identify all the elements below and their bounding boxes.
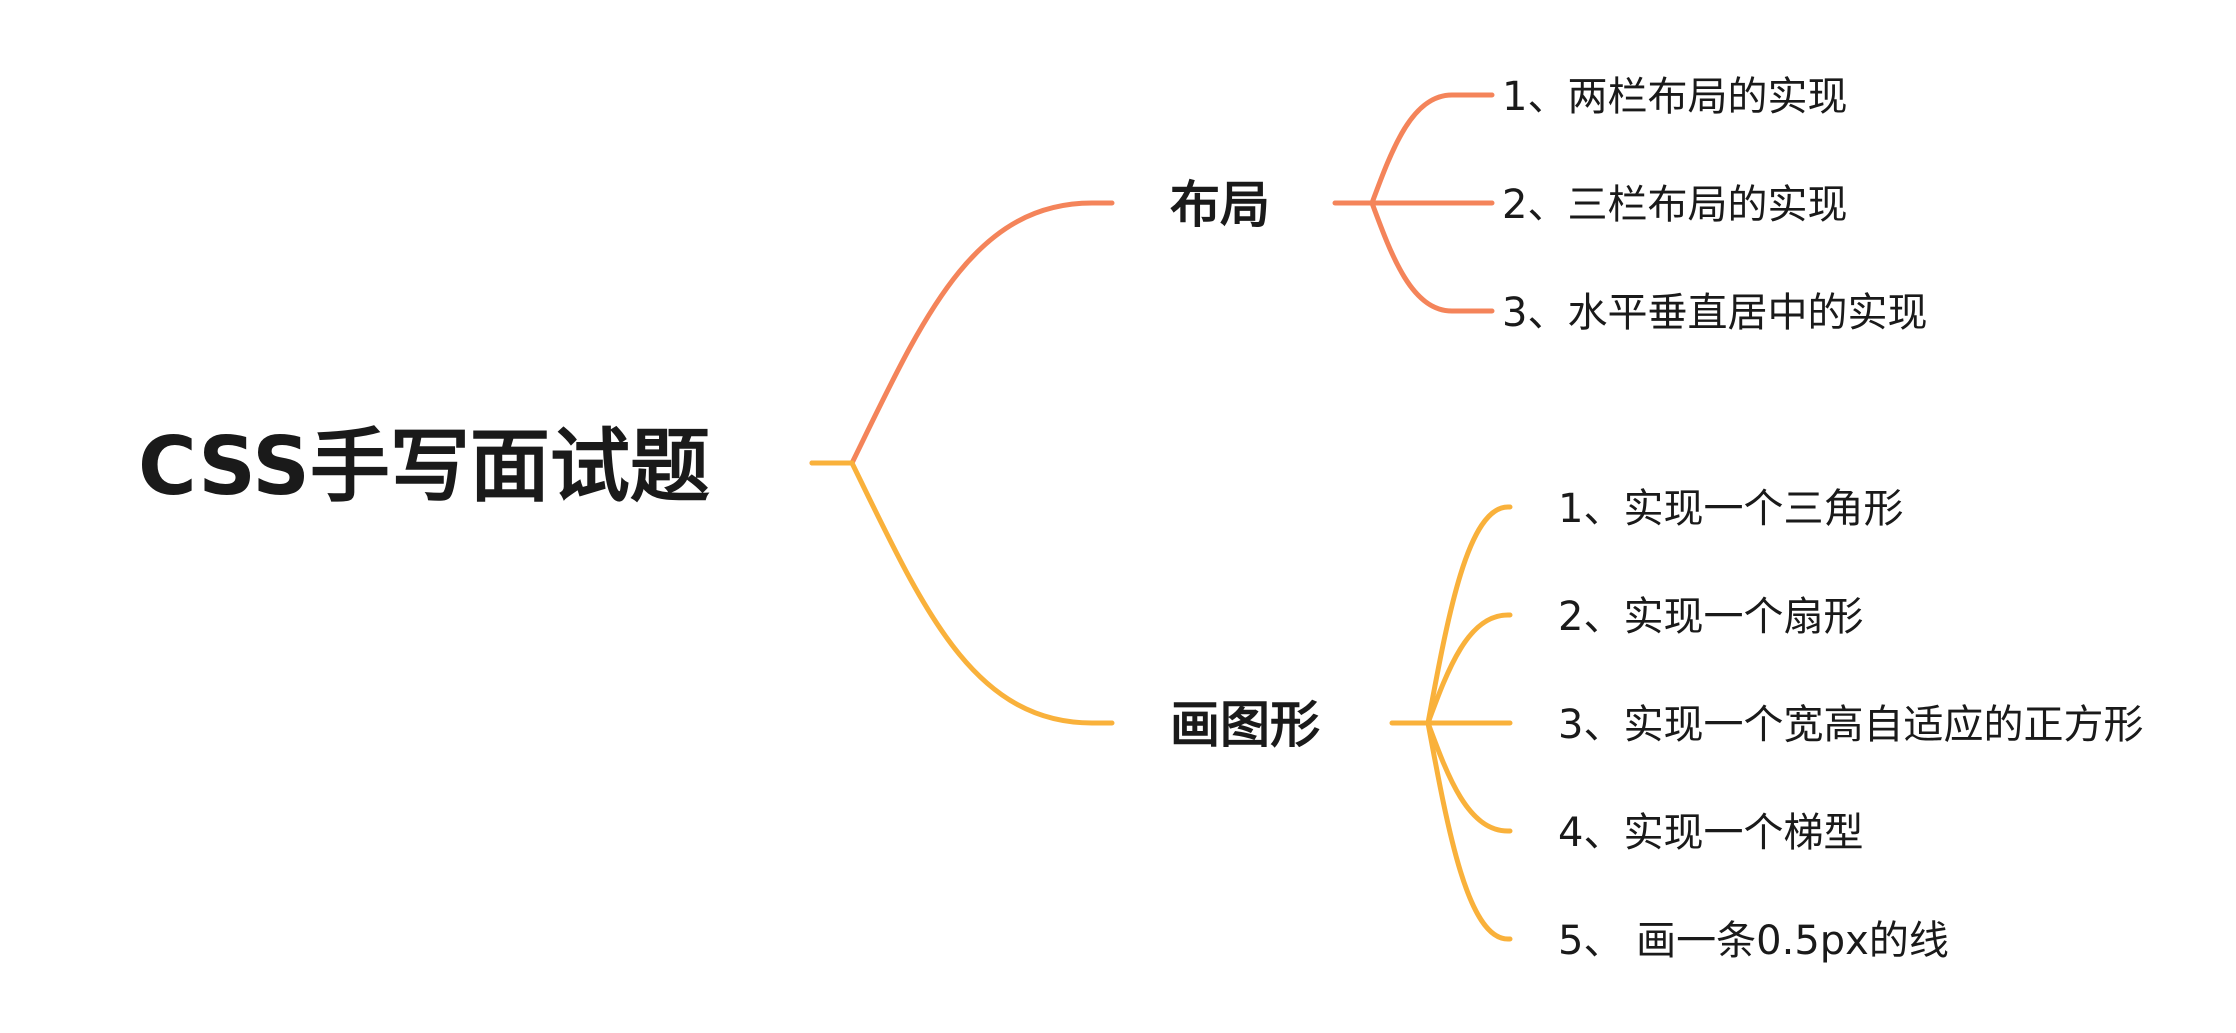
leaf-node-layout-3[interactable]: 3、水平垂直居中的实现 bbox=[1502, 290, 1927, 336]
root-node-label[interactable]: CSS手写面试题 bbox=[138, 420, 710, 513]
branch-node-shapes[interactable]: 画图形 bbox=[1170, 696, 1320, 754]
edge-branch-1-to-leaf-1 bbox=[1369, 92, 1495, 206]
leaf-node-shapes-1[interactable]: 1、实现一个三角形 bbox=[1558, 486, 1903, 532]
leaf-node-shapes-2[interactable]: 2、实现一个扇形 bbox=[1558, 594, 1863, 640]
edge-branch-2-to-leaf-1 bbox=[1425, 504, 1513, 726]
leaf-node-shapes-4[interactable]: 4、实现一个梯型 bbox=[1558, 810, 1863, 856]
edge-root-to-branch-2 bbox=[809, 460, 1115, 726]
leaf-node-layout-1[interactable]: 1、两栏布局的实现 bbox=[1502, 74, 1847, 120]
edge-branch-2-to-leaf-4 bbox=[1425, 720, 1513, 834]
leaf-node-shapes-3[interactable]: 3、实现一个宽高自适应的正方形 bbox=[1558, 702, 2143, 748]
leaf-node-shapes-5[interactable]: 5、 画一条0.5px的线 bbox=[1558, 918, 1949, 964]
edge-branch-2-to-leaf-5 bbox=[1425, 720, 1513, 942]
branch-node-layout[interactable]: 布局 bbox=[1170, 176, 1270, 234]
edge-branch-2-to-leaf-2 bbox=[1425, 612, 1513, 726]
leaf-node-layout-2[interactable]: 2、三栏布局的实现 bbox=[1502, 182, 1847, 228]
edges-layer bbox=[809, 92, 1513, 942]
edge-root-to-branch-1 bbox=[809, 200, 1115, 466]
edge-branch-1-to-leaf-3 bbox=[1369, 200, 1495, 314]
